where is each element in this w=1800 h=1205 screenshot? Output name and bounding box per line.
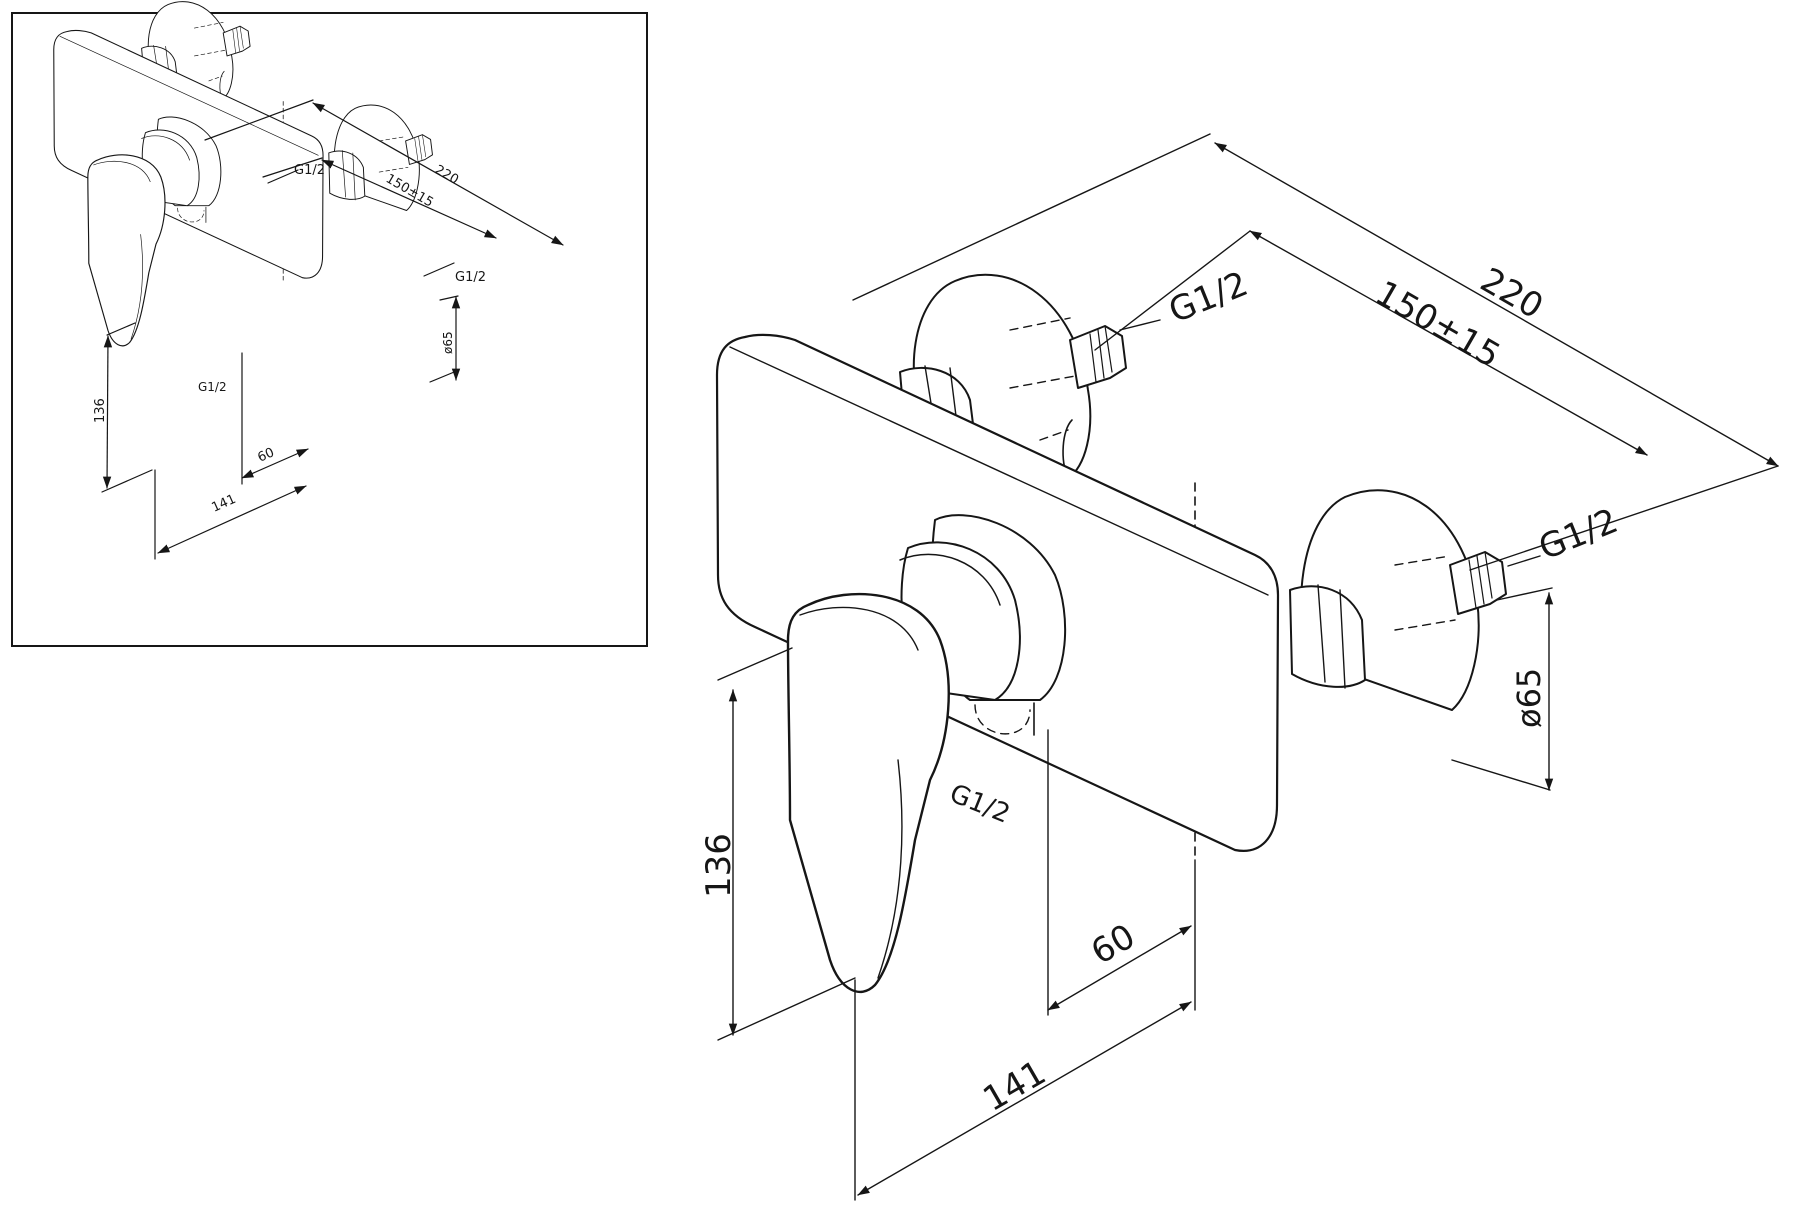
- detail-label-g12-top: G1/2: [1163, 264, 1253, 331]
- detail-label-g12-right: G1/2: [1533, 501, 1623, 568]
- detail-label-141: 141: [977, 1053, 1053, 1120]
- overview-label-g12-top: G1/2: [294, 163, 325, 178]
- overview-label-141: 141: [210, 492, 239, 516]
- overview-dimension-lines: [101, 99, 564, 560]
- inset-frame: [11, 12, 648, 647]
- detail-label-60: 60: [1085, 917, 1142, 973]
- detail-drawing: [715, 273, 1508, 994]
- detail-label-g12-outlet: G1/2: [945, 779, 1014, 830]
- detail-label-220: 220: [1474, 260, 1550, 327]
- detail-label-136: 136: [699, 833, 739, 898]
- detail-label-d65: ø65: [1510, 668, 1548, 728]
- overview-label-60: 60: [256, 445, 277, 465]
- overview-drawing: [53, 1, 434, 347]
- detail-dimension-lines: [717, 133, 1779, 1201]
- overview-label-g12-right: G1/2: [455, 270, 486, 285]
- overview-label-g12-outlet: G1/2: [198, 380, 227, 394]
- overview-label-136: 136: [93, 398, 108, 423]
- overview-label-d65: ø65: [441, 331, 455, 354]
